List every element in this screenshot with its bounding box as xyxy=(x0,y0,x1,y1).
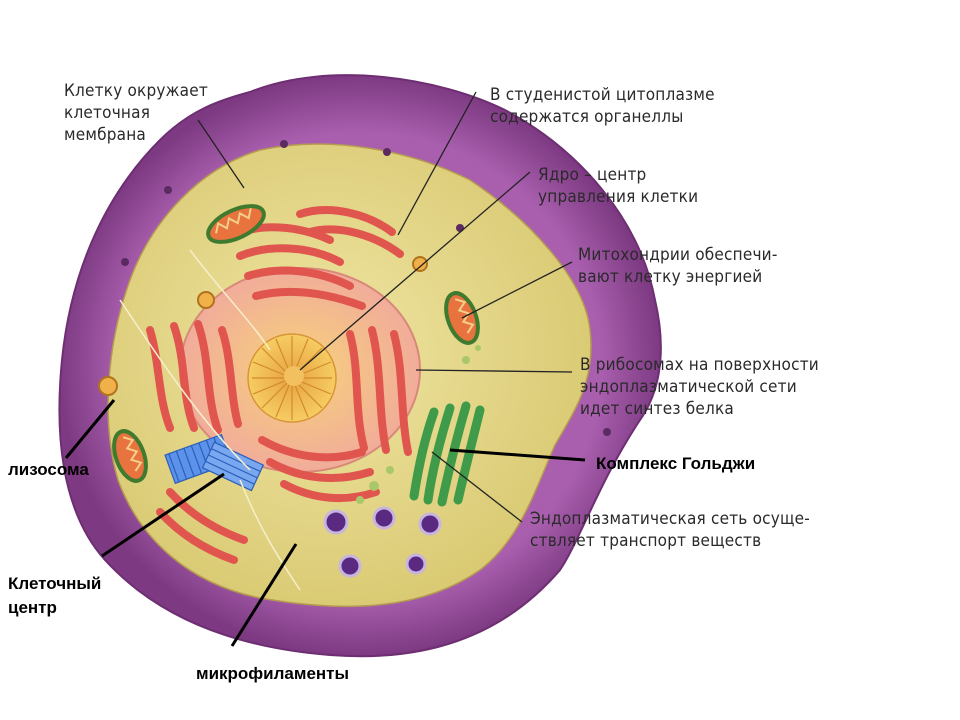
pointer-lines xyxy=(197,91,573,523)
vesicles xyxy=(323,506,442,578)
label-er: Эндоплазматическая сеть осуще- ствляет т… xyxy=(530,509,810,551)
centrosome xyxy=(164,433,265,492)
label-microfilaments: микрофиламенты xyxy=(196,664,350,683)
label-golgi: Комплекс Гольджи xyxy=(596,454,756,473)
label-lysosome: лизосома xyxy=(8,460,89,479)
label-nucleus: Ядро – центр управления клетки xyxy=(538,165,699,207)
microfilaments-drawing xyxy=(119,249,301,591)
lysosomes xyxy=(98,256,428,396)
pointer-lines-bold xyxy=(64,399,586,647)
golgi-complex xyxy=(409,401,485,507)
label-ribosomes: В рибосомах на поверхности эндоплазматич… xyxy=(580,355,819,419)
label-mitochondria: Митохондрии обеспечи- вают клетку энерги… xyxy=(578,245,778,287)
label-centrosome: Клеточный центр xyxy=(8,574,102,617)
endoplasmic-reticulum xyxy=(146,206,412,564)
green-granules xyxy=(356,345,481,504)
label-cytoplasm: В студенистой цитоплазме содержатся орга… xyxy=(490,85,715,127)
label-membrane: Клетку окружает клеточная мембрана xyxy=(64,81,208,145)
nucleolus xyxy=(247,333,337,423)
